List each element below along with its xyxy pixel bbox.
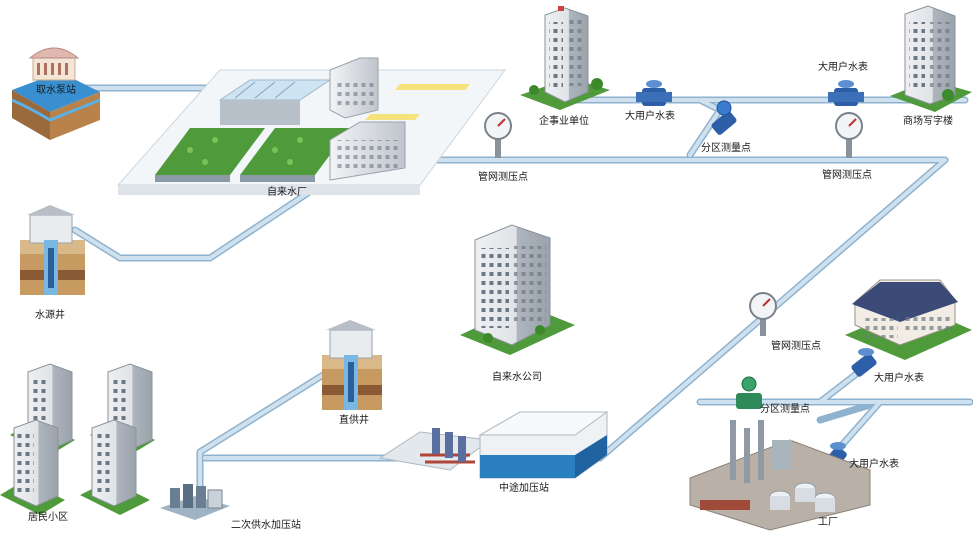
- pressure-gauge-icon-3: [749, 292, 777, 336]
- big-meter-label-1: 大用户水表: [625, 111, 675, 122]
- direct-well-icon: [322, 320, 382, 410]
- mid-station-label: 中途加压站: [499, 483, 549, 494]
- water-plant-icon: [116, 57, 506, 195]
- gauge-label-3: 管网测压点: [771, 341, 821, 352]
- commercial-label: 商场写字楼: [903, 116, 953, 127]
- water-plant-label: 自来水厂: [267, 187, 307, 198]
- secondary-station-label: 二次供水加压站: [231, 520, 301, 531]
- residential-buildings-icon: [0, 363, 155, 515]
- zone-point-label-1: 分区测量点: [701, 143, 751, 154]
- source-well-icon: [20, 205, 85, 295]
- meter-icon-1: [636, 80, 672, 106]
- zone-meter-icon-1: [711, 100, 737, 135]
- source-well-label: 水源井: [35, 310, 65, 321]
- meter-icon-2: [828, 80, 864, 106]
- factory-icon: [689, 420, 871, 531]
- meter-icon-3: [851, 348, 877, 377]
- water-company-building-icon: [460, 224, 575, 355]
- factory-label: 工厂: [818, 517, 838, 528]
- zone-point-label-2: 分区测量点: [760, 404, 810, 415]
- gauge-label-1: 管网测压点: [478, 172, 528, 183]
- commercial-building-icon: [890, 5, 972, 112]
- big-meter-label-3: 大用户水表: [874, 373, 924, 384]
- residential-label: 居民小区: [28, 512, 68, 523]
- pressure-gauge-icon-2: [835, 112, 863, 158]
- zone-meter-icon-2: [736, 376, 762, 409]
- big-meter-label-4: 大用户水表: [849, 459, 899, 470]
- secondary-pump-station-icon: [160, 484, 230, 520]
- direct-well-label: 直供井: [339, 415, 369, 426]
- water-company-label: 自来水公司: [492, 372, 542, 383]
- intake-station-icon: [11, 47, 101, 140]
- big-meter-label-2: 大用户水表: [818, 62, 868, 73]
- enterprise-building-icon: [520, 6, 610, 110]
- enterprise-label: 企事业单位: [539, 116, 589, 127]
- gauge-label-2: 管网测压点: [822, 170, 872, 181]
- mid-pump-station-icon: [378, 411, 609, 479]
- intake-station-label: 取水泵站: [36, 85, 76, 96]
- pressure-gauge-icon-1: [484, 112, 512, 158]
- large-user-building-icon: [845, 279, 972, 360]
